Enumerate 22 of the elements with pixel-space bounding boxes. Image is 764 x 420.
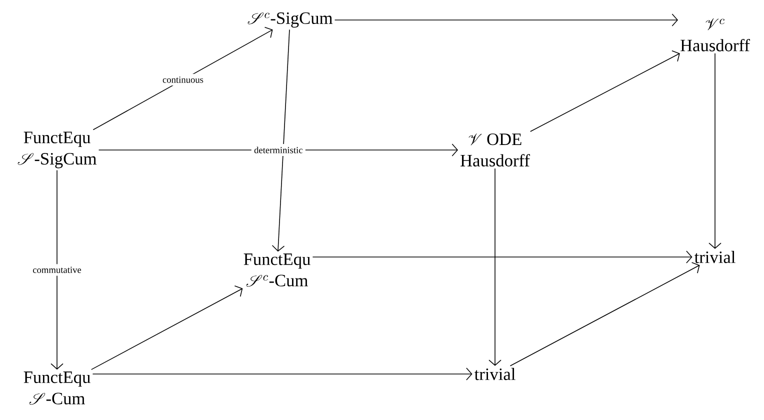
edge-label: commutative [30,264,84,276]
arrow [530,50,680,132]
node-text: FunctEqu $\mathscr{S}\text{-SigCum}$ [18,132,97,168]
edge-label: continuous [160,74,206,86]
arrow [312,250,692,264]
edge-label: deterministic [251,144,306,156]
arrow [488,168,502,366]
arrow [334,14,678,26]
node-text: FunctEqu $\mathscr{S}\text{-Cum}$ [24,372,90,405]
node-text: $\mathscr{S}^c\text{-SigCum}$ [248,12,333,28]
node-text: $\mathscr{V}\ \text{ODE}$ Hausdorff [460,134,530,166]
node-text: trivial [694,250,736,264]
arrow [92,368,472,380]
arrow [272,29,290,252]
node-text: trivial [474,368,516,380]
arrow [50,170,64,370]
arrow [708,52,722,249]
node-text: FunctEqu $\mathscr{S}^c\text{-Cum}$ [244,254,310,287]
arrow [90,286,243,370]
arrow [92,26,273,130]
node-text: $\mathscr{V}^c$ Hausdorff [680,18,750,52]
arrow [510,262,700,366]
